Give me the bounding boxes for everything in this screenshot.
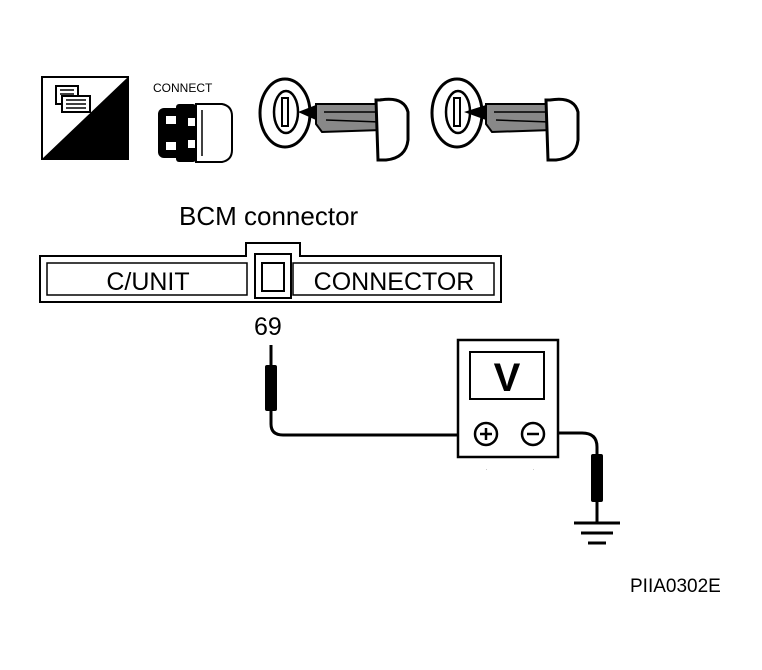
harness-icon-label: H.S.	[76, 138, 111, 158]
connector-left-label: C/UNIT	[106, 268, 189, 296]
positive-probe	[265, 345, 476, 437]
harness-plug-icon	[55, 85, 91, 113]
ignition-key-icon-1	[258, 77, 410, 162]
terminal-number: 69	[254, 313, 282, 341]
harness-connector-icon: H.S.	[41, 76, 129, 160]
connect-icon: CONNECT	[153, 81, 233, 163]
connect-icon-label: CONNECT	[153, 81, 213, 95]
voltmeter: V ⊕ ⊖	[456, 338, 560, 471]
positive-terminal-symbol: ⊕	[486, 469, 487, 471]
bcm-connector: C/UNIT CONNECTOR	[39, 242, 502, 303]
voltmeter-display: V	[494, 356, 521, 400]
connector-right-label: CONNECTOR	[314, 268, 475, 296]
connector-title: BCM connector	[179, 201, 359, 231]
negative-terminal-symbol: ⊖	[533, 469, 534, 471]
ignition-key-icon-2	[430, 77, 580, 162]
figure-id: PIIA0302E	[630, 576, 721, 597]
ground-icon	[574, 521, 620, 545]
negative-probe	[533, 431, 603, 522]
